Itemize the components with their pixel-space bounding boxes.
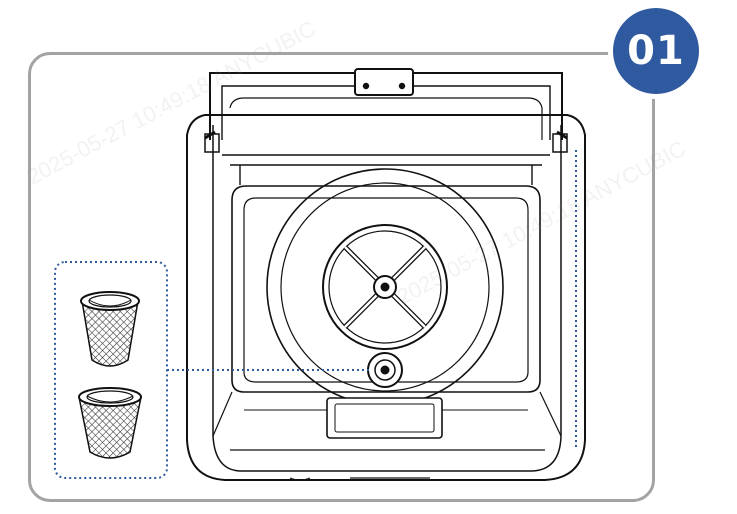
filter-cup-upper	[80, 291, 140, 367]
lid-panel	[229, 97, 543, 140]
step-number-badge: 01	[613, 8, 699, 94]
tub-inner	[243, 197, 529, 383]
impeller-hub	[322, 224, 448, 350]
callout	[54, 150, 577, 479]
lid	[204, 68, 568, 153]
illustration-frame	[28, 52, 655, 502]
front-panel	[289, 397, 443, 481]
tub-outer	[231, 185, 541, 393]
step-number: 01	[627, 28, 685, 74]
top-rim	[222, 154, 550, 185]
drum	[266, 168, 504, 406]
lid-latch	[354, 68, 414, 96]
outer-shell	[186, 114, 586, 481]
appliance-body	[186, 114, 586, 481]
inner-shell	[212, 125, 562, 472]
filter-cup-lower	[78, 387, 142, 459]
